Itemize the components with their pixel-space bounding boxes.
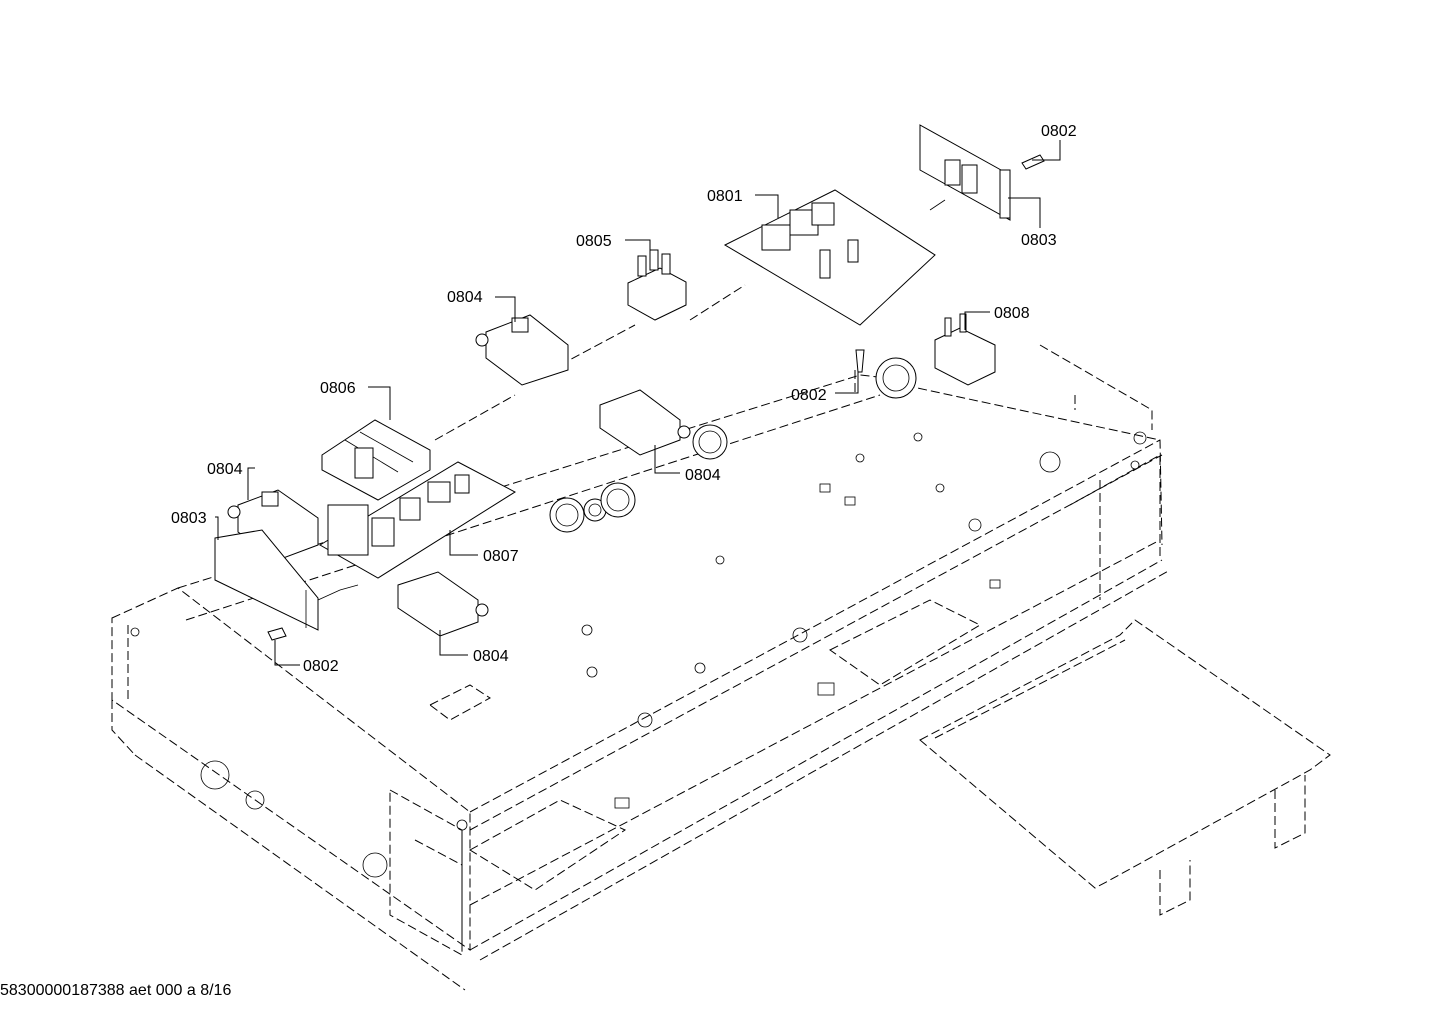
cover-0806: [321, 419, 431, 501]
leader-lines: [215, 140, 1061, 666]
callout-0802-top: 0802: [1041, 123, 1077, 140]
callout-0802-mid: 0802: [791, 387, 827, 404]
callout-0803-left: 0803: [171, 510, 207, 527]
assembly-lines: [434, 284, 856, 441]
igniter-0804-a: [475, 314, 569, 386]
display-board-0803-left: [214, 529, 359, 631]
igniter-0804-d: [397, 571, 489, 637]
callout-0801: 0801: [707, 188, 743, 205]
relay-0808: [934, 313, 996, 386]
chassis-holes: [130, 431, 1147, 878]
tray-panel: [919, 619, 1331, 916]
clip-0802-top: [1021, 154, 1045, 170]
callout-0804-c: 0804: [207, 461, 243, 478]
callout-0808: 0808: [994, 305, 1030, 322]
callout-0804-b: 0804: [685, 467, 721, 484]
callout-labels: 0802 0803 0801 0805 0804 0808 0806 0802 …: [171, 123, 1077, 675]
filter-board-0803-top: [919, 124, 1011, 221]
drawing-reference-number: 58300000187388 aet 000 a 8/16: [0, 982, 232, 999]
callout-0803-top: 0803: [1021, 232, 1057, 249]
callout-0806: 0806: [320, 380, 356, 397]
clip-0802-bottom: [267, 627, 287, 641]
callout-0807: 0807: [483, 548, 519, 565]
grommets: [549, 357, 917, 533]
transformer-0805: [627, 249, 687, 321]
power-board-0807: [319, 461, 517, 579]
callout-0805: 0805: [576, 233, 612, 250]
igniter-0804-b: [599, 389, 691, 456]
clip-0802-mid: [855, 349, 865, 373]
callout-0802-bottom: 0802: [303, 658, 339, 675]
callout-0804-d: 0804: [473, 648, 509, 665]
callout-0804-a: 0804: [447, 289, 483, 306]
control-board-0801: [723, 189, 936, 326]
